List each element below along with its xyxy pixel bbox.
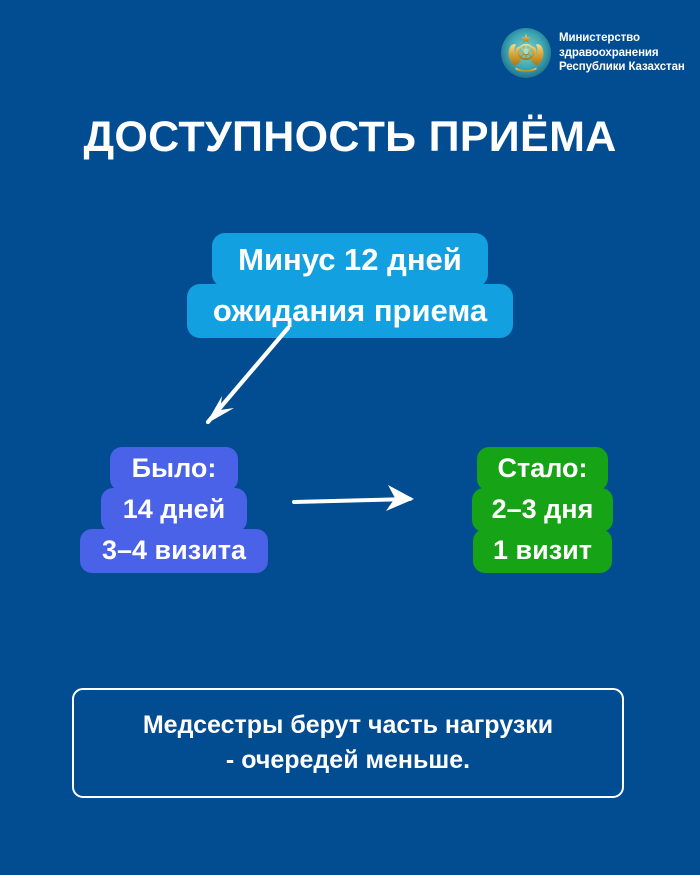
callout-waiting-time: Минус 12 дней ожидания приема bbox=[0, 233, 700, 338]
ministry-logo-lockup: Министерство здравоохранения Республики … bbox=[500, 22, 685, 84]
before-days: 14 дней bbox=[100, 488, 248, 532]
note-line-2: - очередей меньше. bbox=[225, 746, 471, 774]
arrow-down-left-icon bbox=[205, 325, 291, 425]
ministry-name: Министерство здравоохранения Республики … bbox=[559, 31, 685, 75]
before-visits: 3–4 визита bbox=[79, 529, 268, 573]
callout-line-2: ожидания приема bbox=[186, 284, 514, 338]
arrow-right-icon bbox=[292, 485, 414, 511]
note-line-1: Медсестры берут часть нагрузки bbox=[142, 710, 554, 739]
after-visits: 1 визит bbox=[473, 529, 612, 573]
summary-note-box: Медсестры берут часть нагрузки - очереде… bbox=[72, 688, 624, 798]
before-heading: Было: bbox=[109, 447, 239, 491]
ministry-line-1: Министерство bbox=[559, 31, 640, 44]
before-block: Было: 14 дней 3–4 визита bbox=[60, 447, 288, 573]
ministry-line-3: Республики Казахстан bbox=[559, 61, 685, 74]
page-title: ДОСТУПНОСТЬ ПРИЁМА bbox=[83, 113, 617, 161]
after-block: Стало: 2–3 дня 1 визит bbox=[455, 447, 630, 573]
ministry-line-2: здравоохранения bbox=[559, 46, 659, 59]
kazakhstan-coat-of-arms-icon bbox=[500, 27, 552, 79]
after-days: 2–3 дня bbox=[471, 488, 614, 532]
after-heading: Стало: bbox=[477, 447, 608, 491]
callout-line-1: Минус 12 дней bbox=[212, 233, 488, 287]
